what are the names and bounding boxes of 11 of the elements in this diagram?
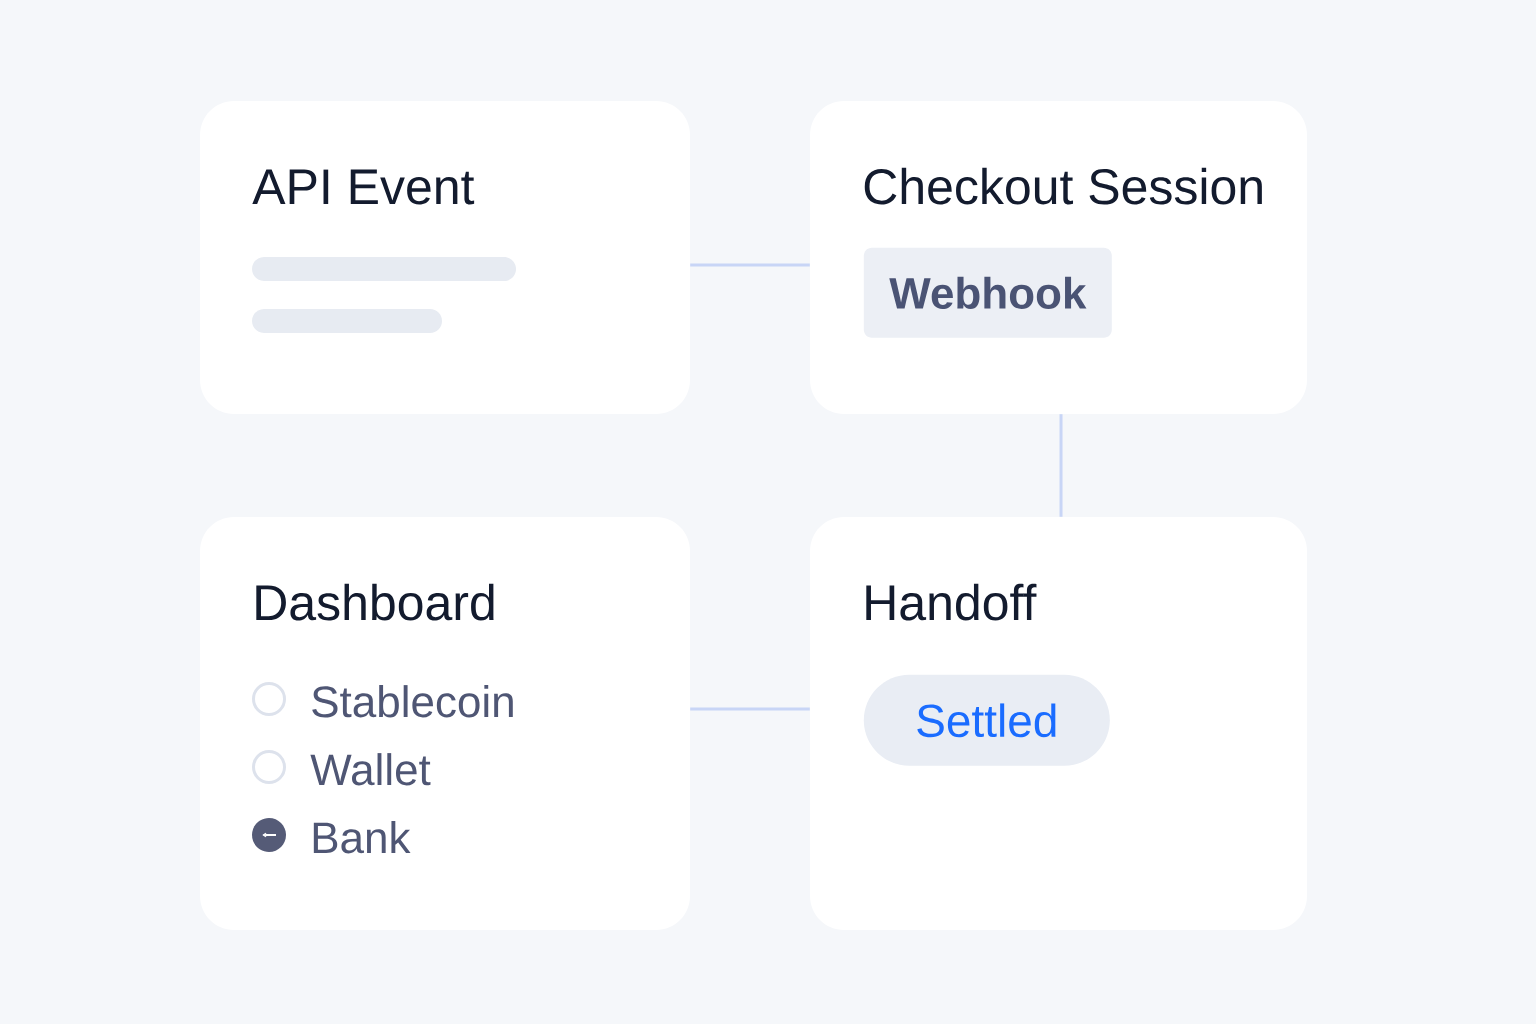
tag: Webhook xyxy=(863,247,1112,338)
connector-line xyxy=(690,707,810,711)
option-label: Bank xyxy=(313,821,411,854)
card-title: Handoff xyxy=(866,583,1037,621)
connector-line xyxy=(690,263,810,267)
card-title: API Event xyxy=(252,169,475,205)
card-title: Dashboard xyxy=(256,583,494,621)
connector-line xyxy=(1059,414,1063,517)
card-title: Checkout Session xyxy=(864,167,1262,205)
option-label: Stablecoin xyxy=(312,685,513,718)
option-label: Wallet xyxy=(310,753,431,786)
